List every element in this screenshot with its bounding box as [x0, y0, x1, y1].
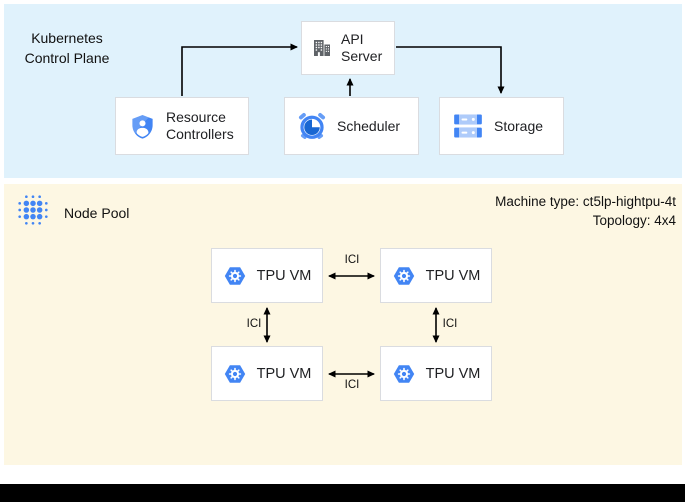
- tpu-vm-node-top-right: TPU VM: [380, 248, 492, 303]
- ici-link-label-right: ICI: [442, 318, 458, 330]
- gke-hexagon-icon: [223, 264, 247, 288]
- control-plane-section: Kubernetes Control Plane: [4, 4, 682, 178]
- tpu-vm-label: TPU VM: [256, 365, 312, 382]
- ici-link-label-bottom: ICI: [344, 379, 360, 391]
- topology-text: Topology: 4x4: [592, 212, 676, 228]
- building-icon: [312, 38, 332, 58]
- node-pool-section: Node Pool Machine type: ct5lp-hightpu-4t…: [4, 184, 682, 465]
- machine-type-text: Machine type: ct5lp-hightpu-4t: [495, 194, 676, 209]
- api-server-node: API Server: [301, 21, 395, 75]
- storage-node: Storage: [439, 97, 564, 155]
- tpu-vm-label: TPU VM: [256, 267, 312, 284]
- tpu-vm-node-bottom-left: TPU VM: [211, 346, 323, 401]
- gke-hexagon-icon: [223, 362, 247, 386]
- tpu-vm-node-bottom-right: TPU VM: [380, 346, 492, 401]
- tpu-vm-label: TPU VM: [425, 365, 481, 382]
- shield-user-icon: [129, 113, 156, 140]
- scheduler-node: Scheduler: [284, 97, 419, 155]
- ici-link-label-left: ICI: [246, 318, 262, 330]
- node-pool-metadata: Machine type: ct5lp-hightpu-4t Topology:…: [495, 193, 676, 230]
- ici-link-label-top: ICI: [344, 254, 360, 266]
- alarm-clock-icon: [297, 111, 327, 141]
- api-server-label: API Server: [341, 31, 383, 64]
- gke-hexagon-icon: [392, 362, 416, 386]
- control-plane-title: Kubernetes Control Plane: [24, 30, 110, 66]
- resource-controllers-node: Resource Controllers: [115, 97, 249, 155]
- storage-label: Storage: [494, 117, 544, 134]
- gke-hexagon-icon: [392, 264, 416, 288]
- resource-controllers-label: Resource Controllers: [166, 109, 234, 142]
- server-stack-icon: [453, 113, 483, 139]
- node-pool-title: Node Pool: [64, 205, 130, 221]
- dot-cluster-icon: [14, 191, 52, 229]
- tpu-vm-label: TPU VM: [425, 267, 481, 284]
- window-bottom-edge: [0, 484, 685, 502]
- scheduler-label: Scheduler: [337, 117, 401, 134]
- tpu-vm-node-top-left: TPU VM: [211, 248, 323, 303]
